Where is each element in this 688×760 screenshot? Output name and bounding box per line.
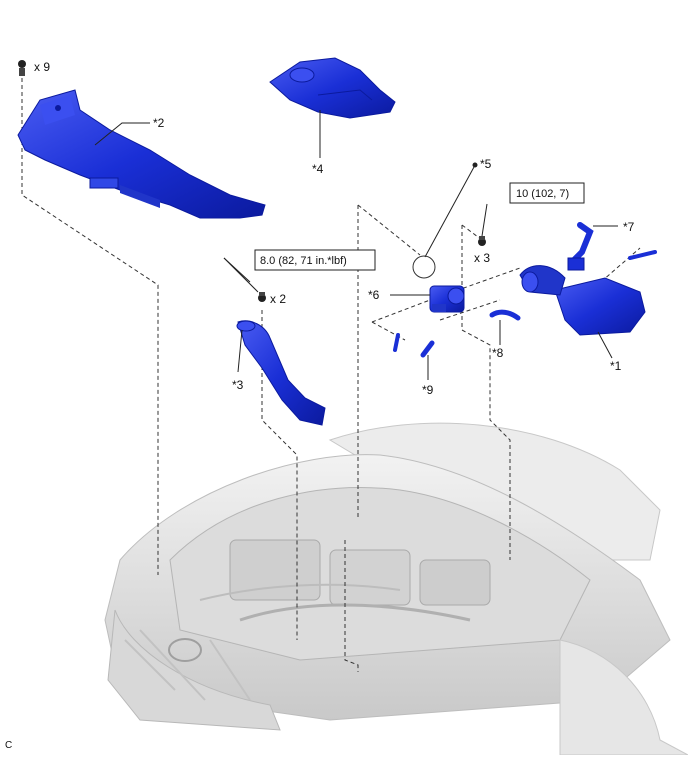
gasket-ring-part <box>412 255 436 279</box>
part-7-label: *7 <box>623 220 635 234</box>
torque-spec-right: 10 (102, 7) <box>516 188 569 200</box>
engine-cover-part <box>269 57 396 119</box>
torque-box-right <box>509 182 585 204</box>
part-callout-lines <box>94 110 618 380</box>
part-5-label: *5 <box>480 157 492 171</box>
vehicle-engine-bay <box>104 422 688 756</box>
vacuum-hose-part <box>393 333 400 352</box>
corner-code-label: C <box>5 740 12 751</box>
throttle-body-part <box>429 285 465 313</box>
hose-part-9 <box>420 340 435 358</box>
marker-dot <box>472 162 478 168</box>
radiator-support-cover-part <box>17 89 266 219</box>
bolt-quantity-left: x 2 <box>270 292 286 306</box>
air-cleaner-assembly-part <box>519 265 646 336</box>
clip-quantity-label: x 9 <box>34 60 50 74</box>
hose-part-8 <box>489 309 521 321</box>
part-3-label: *3 <box>232 378 244 392</box>
clip-icon <box>18 60 26 76</box>
part-2-label: *2 <box>153 116 165 130</box>
part-6-label: *6 <box>368 288 380 302</box>
bolt-icon <box>478 236 486 246</box>
harness-part-7 <box>567 222 657 271</box>
bolt-quantity-right: x 3 <box>474 251 490 265</box>
part-4-label: *4 <box>312 162 324 176</box>
torque-spec-left: 8.0 (82, 71 in.*lbf) <box>260 255 347 267</box>
bolt-icon-left <box>258 292 266 302</box>
torque-box-left <box>254 249 376 271</box>
part-1-label: *1 <box>610 359 622 373</box>
air-intake-duct-part <box>236 320 326 426</box>
part-8-label: *8 <box>492 346 504 360</box>
part-9-label: *9 <box>422 383 434 397</box>
